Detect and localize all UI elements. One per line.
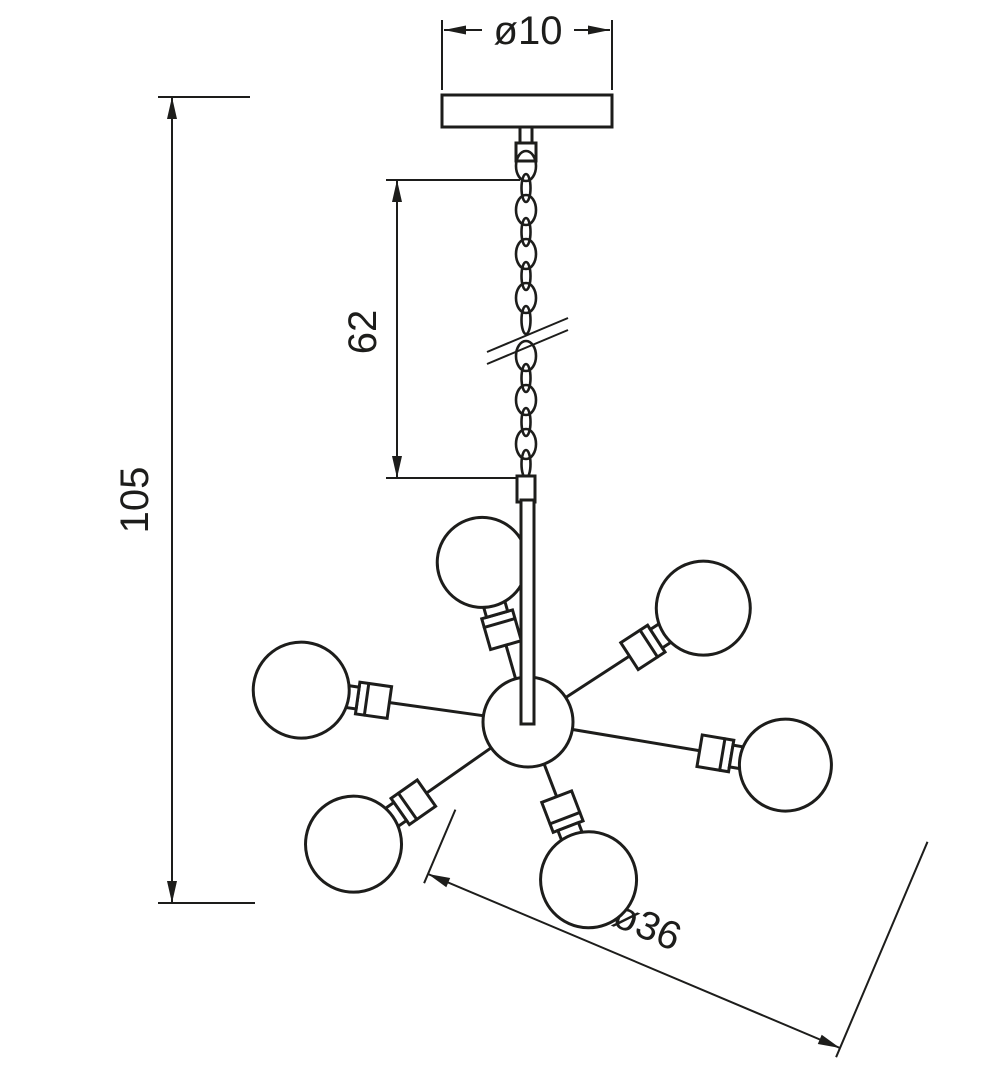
canopy-plate [440, 93, 614, 129]
chain-link [520, 304, 532, 336]
chain-link [520, 260, 532, 292]
chain-link [514, 281, 538, 315]
chain-length-label: 62 [341, 310, 385, 355]
chain-link [520, 448, 532, 480]
bulb [654, 559, 752, 657]
dimension-canopy-diameter: ø10 [441, 9, 613, 90]
chain-link [514, 383, 538, 417]
canopy-stem [518, 125, 534, 145]
arrowhead-downright-icon [817, 1034, 840, 1048]
lamp-arms [251, 515, 833, 930]
arrowhead-left-icon [444, 25, 466, 35]
chain-link [514, 427, 538, 461]
arrowhead-right-icon [588, 25, 610, 35]
break-slash [486, 317, 569, 353]
overall-height-label: 105 [113, 467, 157, 534]
arm-rod [421, 743, 497, 797]
chain-link [520, 216, 532, 248]
arm-rod [383, 700, 490, 718]
arm-rod [565, 727, 706, 753]
socket-ridge [638, 628, 659, 659]
arm-rod [560, 652, 635, 702]
chain-link [514, 339, 538, 373]
bulb [304, 794, 404, 894]
arm-rod [503, 639, 519, 686]
chain-link [520, 406, 532, 438]
socket-ridge [718, 737, 727, 772]
dimension-overall-height: 105 [113, 96, 255, 904]
arrowhead-down-icon [167, 881, 177, 903]
dimension-chain-length: 62 [341, 179, 522, 479]
canopy-diameter-label: ø10 [494, 9, 563, 53]
lamp-arm-3 [251, 640, 490, 740]
chain-link [520, 362, 532, 394]
lamp-arm-2 [560, 559, 752, 702]
chain-link [514, 149, 538, 183]
arrowhead-down-icon [392, 456, 402, 478]
socket-ridge [482, 617, 517, 629]
arrowhead-up-icon [167, 97, 177, 119]
extension-line-far [835, 841, 929, 1058]
extension-line-near [423, 809, 457, 884]
chain-link [514, 237, 538, 271]
lamp-arm-6 [539, 757, 639, 930]
drop-rod [519, 498, 536, 726]
suspension-chain [486, 149, 569, 480]
dimension-line [427, 873, 841, 1049]
socket-ridge [396, 791, 419, 821]
bulb [737, 717, 833, 813]
bulb-socket [353, 680, 394, 721]
arrowhead-upleft-icon [428, 874, 451, 888]
arrowhead-up-icon [392, 180, 402, 202]
arm-rod [540, 757, 560, 802]
break-slash [486, 329, 569, 365]
socket-ridge [548, 810, 582, 826]
chain-break-marks [486, 317, 569, 365]
lamp-arm-1 [435, 515, 529, 686]
ceiling-canopy [440, 93, 614, 163]
lamp-arm-4 [565, 717, 833, 813]
dimension-fixture-diameter: ø36 [423, 809, 929, 1058]
socket-ridge [362, 681, 371, 717]
chain-link [514, 193, 538, 227]
chain-hook-bottom [515, 474, 537, 504]
lamp-arm-5 [304, 743, 497, 894]
chain-link [520, 172, 532, 204]
bulb [539, 830, 639, 930]
bulb [251, 640, 351, 740]
